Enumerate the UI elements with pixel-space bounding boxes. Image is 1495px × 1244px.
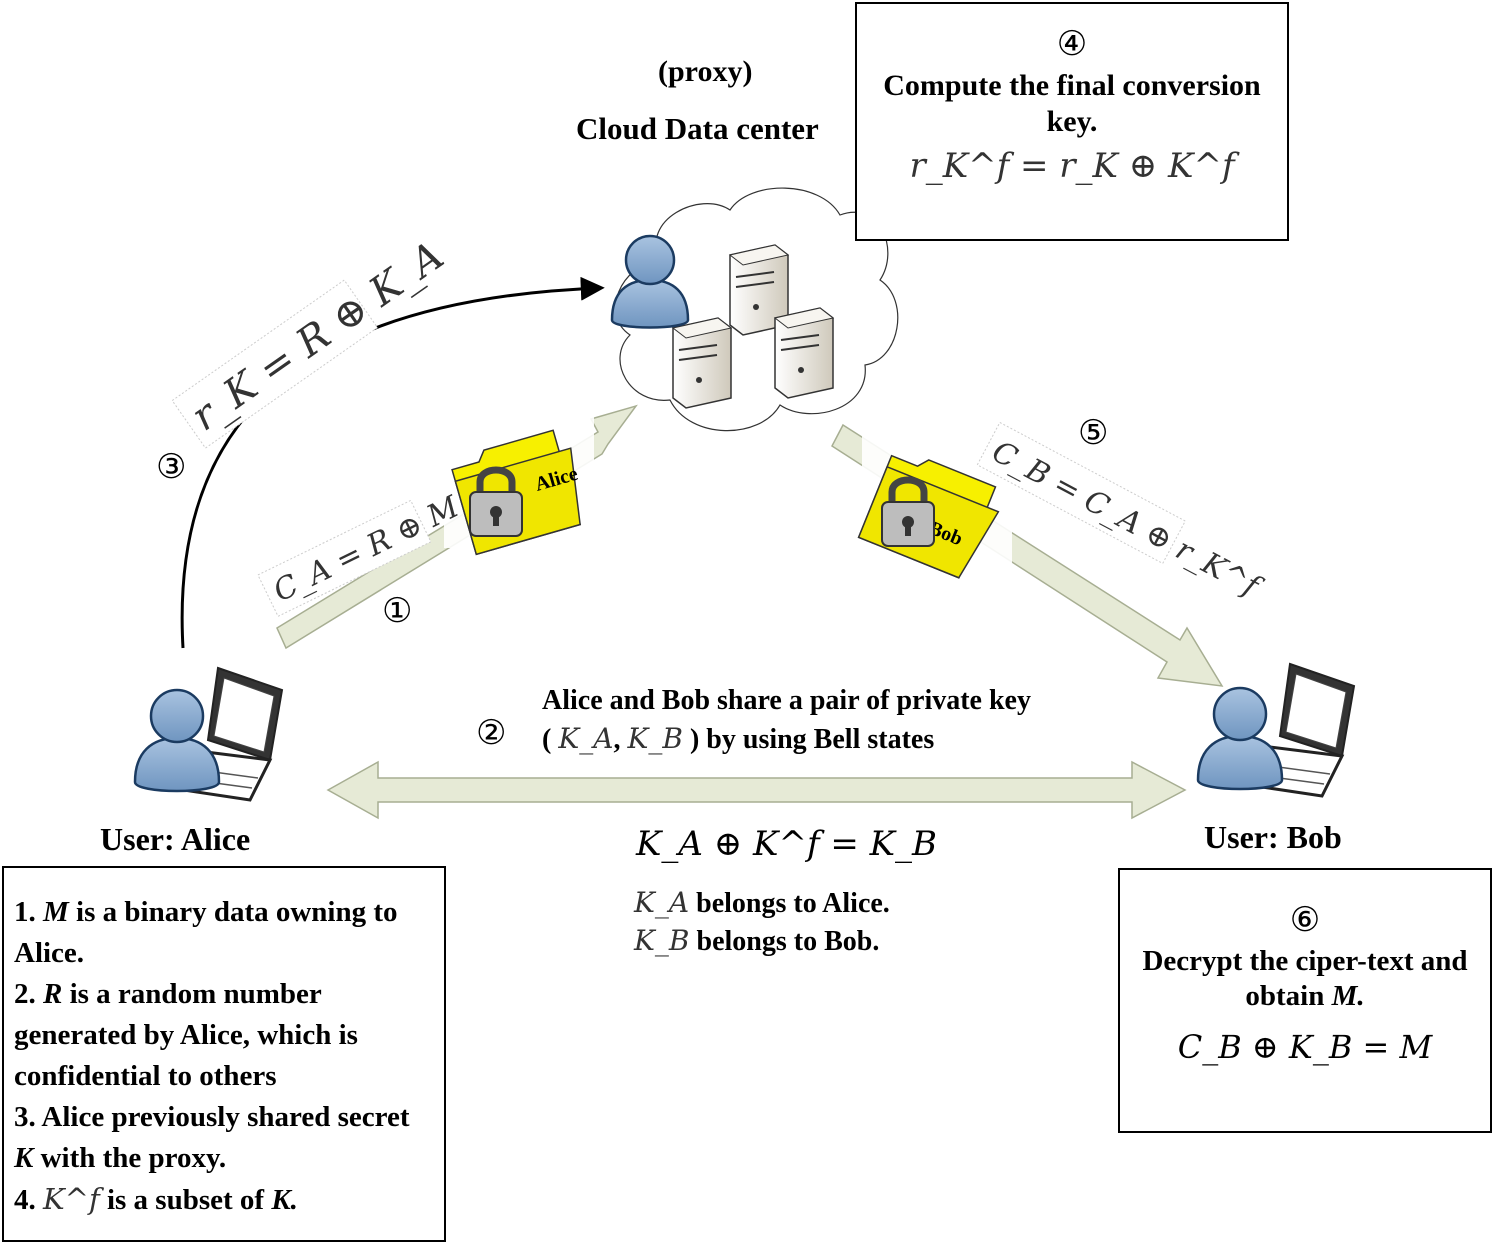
comma: , [613,724,621,755]
svg-text:C_B = C_A ⊕ r_K^f: C_B = C_A ⊕ r_K^f [986,434,1268,606]
step4-text: Compute the final conversion key. [883,69,1261,138]
step3-number: ③ [156,449,187,486]
step6-text: Decrypt the ciper-text and obtain M. [1142,945,1468,1012]
alice-label: User: Alice [100,821,251,857]
step4-formula: r_K^f = r_K ⊕ K^f [909,146,1235,186]
step2-rest: ) by using Bell states [689,724,935,755]
key-b: K_B [627,722,683,755]
step2-line2: ( K_A, K_B ) by using Bell states [542,722,934,757]
step2-line1: Alice and Bob share a pair of private ke… [542,685,1031,716]
step4-number: ④ [1056,26,1088,63]
cloud-label: Cloud Data center [576,111,819,146]
formula-step5: C_B = C_A ⊕ r_K^f [976,421,1268,606]
step5-number: ⑤ [1078,415,1109,452]
step4-box: ④ Compute the final conversion key. r_K^… [855,2,1289,241]
step1-number: ① [382,593,413,630]
note-2: 2. R is a random number generated by Ali… [14,978,358,1092]
arrow-step2 [326,760,1187,820]
note-4: 4. K^f is a subset of K. [14,1182,298,1216]
key-a: K_A [558,722,614,755]
user-icon [133,688,221,793]
note-1: 1. M is a binary data owning to Alice. [14,896,398,969]
step6-number: ⑥ [1289,902,1321,939]
svg-text:r_K = R ⊕ K_A: r_K = R ⊕ K_A [183,233,452,440]
user-icon [610,234,690,329]
belongs-alice-text: belongs to Alice. [696,888,890,919]
padlock-icon [881,476,935,547]
step2-number: ② [476,715,507,752]
folder-icon: Bob [857,432,1012,579]
step6-formula: C_B ⊕ K_B = M [1177,1027,1433,1066]
formula-step3: r_K = R ⊕ K_A [171,233,452,449]
belongs-bob: K_B belongs to Bob. [634,924,879,959]
notes-text: 1. M is a binary data owning to Alice. 2… [14,892,436,1221]
padlock-icon [469,466,523,537]
folder-icon: Alice [444,408,594,556]
belongs-alice: K_A belongs to Alice. [634,886,890,921]
note-3: 3. Alice previously shared secret K with… [14,1101,410,1174]
user-icon [1196,686,1284,791]
key-a: K_A [634,886,690,919]
belongs-bob-text: belongs to Bob. [696,926,880,957]
step6-box: ⑥ Decrypt the ciper-text and obtain M. C… [1118,868,1492,1133]
key-b: K_B [634,924,690,957]
key-relation: K_A ⊕ K^f = K_B [636,824,938,864]
server-icon [671,244,835,409]
notes-box: 1. M is a binary data owning to Alice. 2… [2,866,446,1242]
proxy-label: (proxy) [658,55,753,88]
paren-open: ( [542,724,552,755]
bob-label: User: Bob [1204,819,1342,855]
